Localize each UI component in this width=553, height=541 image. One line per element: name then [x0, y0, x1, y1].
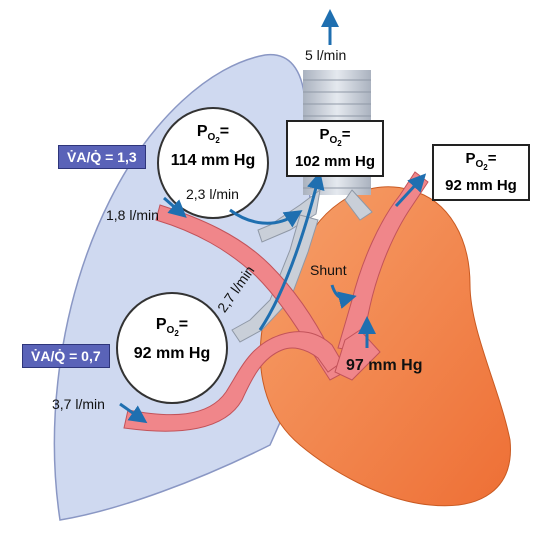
upper-alveolus: [157, 107, 269, 219]
perfusion-upper-label: 1,8 l/min: [106, 207, 159, 223]
airway-po2-box: PO2=102 mm Hg: [286, 120, 384, 177]
upper-po2-value: 114 mm Hg: [170, 152, 256, 170]
perfusion-lower-label: 3,7 l/min: [52, 396, 105, 412]
shunt-label: Shunt: [310, 262, 347, 278]
mixed-po2-value: 97 mm Hg: [346, 357, 423, 374]
ratio-upper-badge: V̇A/Q̇ = 1,3: [58, 145, 146, 169]
trachea-flow-label: 5 l/min: [305, 47, 347, 63]
lower-po2-value: 92 mm Hg: [133, 345, 211, 363]
upper-alveolus-text: PO2=114 mm Hg: [170, 123, 256, 170]
lower-alveolus-text: PO2=92 mm Hg: [133, 316, 211, 363]
lower-alveolus: [116, 292, 228, 404]
airway-po2-value: 102 mm Hg: [294, 153, 376, 170]
upper-alveolus-flow: 2,3 l/min: [186, 186, 239, 202]
aorta-po2-value: 92 mm Hg: [445, 177, 517, 194]
ratio-lower-badge: V̇A/Q̇ = 0,7: [22, 344, 110, 368]
aorta-po2-box: PO2=92 mm Hg: [432, 144, 530, 201]
pulmonary-vessels: [123, 171, 429, 432]
flow-arrow-icon: [119, 9, 427, 424]
